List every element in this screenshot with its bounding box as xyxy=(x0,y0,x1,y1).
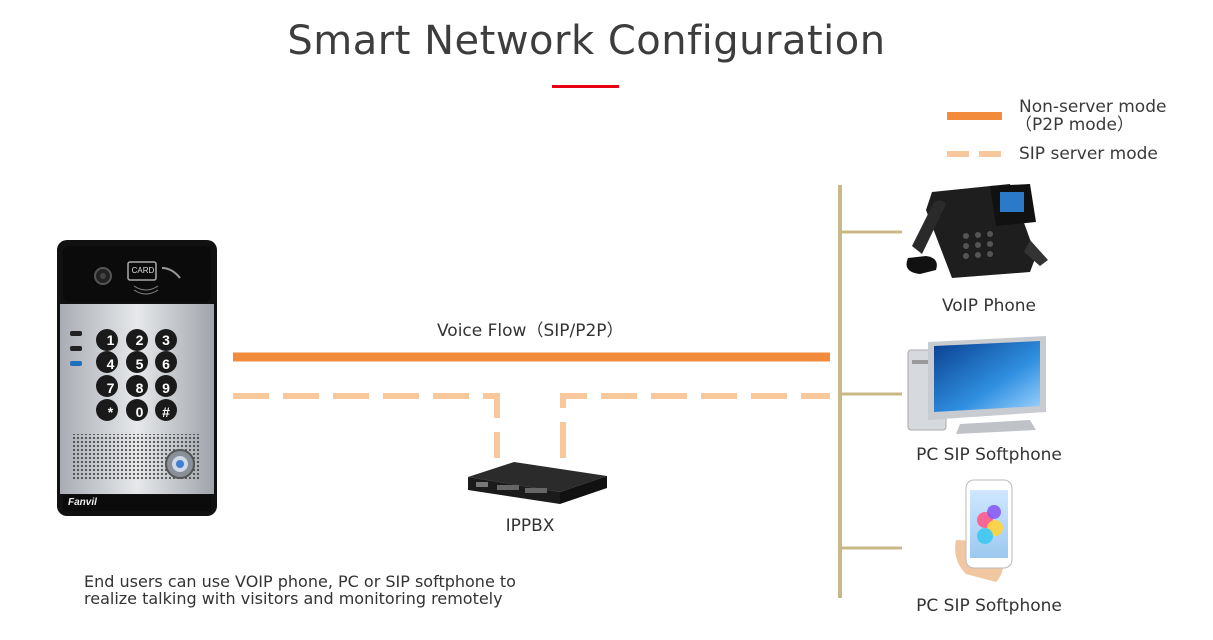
key-6: 6 xyxy=(162,356,170,372)
key-5: 5 xyxy=(135,356,144,372)
mobile-softphone-label: PC SIP Softphone xyxy=(916,596,1062,616)
voip-phone-icon xyxy=(906,184,1048,278)
ippbx-label: IPPBX xyxy=(505,516,555,536)
key-hash: # xyxy=(162,404,170,420)
mobile-phone-icon xyxy=(955,479,1013,582)
key-9: 9 xyxy=(162,380,170,396)
legend-sip-server-label: SIP server mode xyxy=(1019,144,1158,164)
key-0: 0 xyxy=(135,404,144,420)
legend-non-server-line1: Non-server mode xyxy=(1019,97,1167,117)
ippbx-switch xyxy=(468,462,607,504)
card-label: CARD xyxy=(131,266,155,275)
pc-computer-icon xyxy=(907,336,1046,434)
key-7: 7 xyxy=(106,380,115,396)
key-star: * xyxy=(107,404,114,420)
title-underline xyxy=(552,85,619,88)
sip-dashed-path-right xyxy=(560,393,830,458)
keypad-labels: 1 2 3 4 5 6 7 8 9 * 0 # xyxy=(96,329,178,423)
brand-logo: Fanvil xyxy=(68,497,97,508)
page-title: Smart Network Configuration xyxy=(287,18,886,64)
key-8: 8 xyxy=(135,380,144,396)
key-2: 2 xyxy=(135,332,144,348)
card-reader-icon xyxy=(127,261,157,281)
voip-phone-label: VoIP Phone xyxy=(941,296,1037,316)
door-intercom-device xyxy=(57,240,217,516)
key-1: 1 xyxy=(106,332,115,348)
sip-dashed-path-left xyxy=(233,393,500,458)
legend-non-server-label: Non-server mode （P2P mode） xyxy=(1015,97,1167,134)
voice-flow-label: Voice Flow（SIP/P2P） xyxy=(437,321,624,341)
key-3: 3 xyxy=(162,332,170,348)
key-4: 4 xyxy=(106,356,115,372)
pc-softphone-label: PC SIP Softphone xyxy=(916,445,1062,465)
description-text: End users can use VOIP phone, PC or SIP … xyxy=(84,573,604,607)
description-line1: End users can use VOIP phone, PC or SIP … xyxy=(84,572,516,591)
legend-non-server-line2: （P2P mode） xyxy=(1015,115,1134,135)
keypad xyxy=(96,329,177,421)
description-line2: realize talking with visitors and monito… xyxy=(84,589,503,608)
